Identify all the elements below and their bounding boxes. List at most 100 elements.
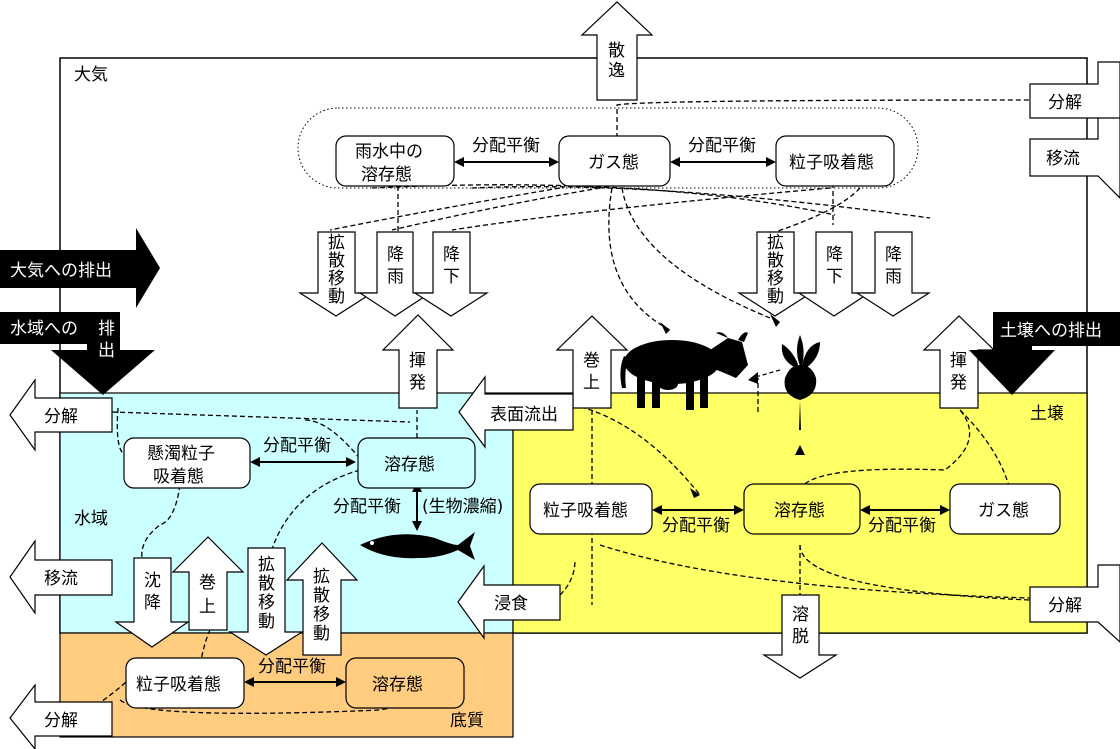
svg-text:降: 降	[144, 593, 161, 613]
soil-dissolved-box: 溶存態	[743, 483, 861, 535]
fish-icon	[360, 532, 475, 560]
svg-text:水域への: 水域への	[10, 319, 78, 339]
svg-text:散: 散	[608, 41, 625, 61]
svg-text:大気への排出: 大気への排出	[10, 261, 112, 281]
svg-text:排: 排	[98, 319, 115, 339]
volatilization-top-arrow: 散 逸	[580, 1, 654, 101]
dashed-arrowheads	[660, 314, 805, 498]
svg-text:逸: 逸	[608, 61, 625, 81]
svg-text:動: 動	[313, 624, 330, 644]
eq-label-atm-left: 分配平衡	[472, 136, 540, 156]
emission-soil-arrow: 土壌への排出	[969, 312, 1120, 395]
svg-text:降: 降	[826, 245, 843, 265]
svg-text:拡: 拡	[313, 567, 330, 587]
water-label: 水域	[74, 509, 108, 529]
leaching-arrow: 溶 脱	[761, 594, 839, 679]
svg-text:巻: 巻	[583, 351, 600, 371]
svg-text:散: 散	[258, 574, 275, 594]
svg-text:移: 移	[328, 269, 345, 289]
svg-text:表面流出: 表面流出	[490, 405, 558, 425]
sediment-particle-box: 粒子吸着態	[125, 657, 245, 709]
svg-text:下: 下	[826, 267, 843, 287]
svg-text:雨: 雨	[387, 267, 404, 287]
svg-text:移: 移	[258, 593, 275, 613]
cow-icon	[620, 332, 748, 410]
svg-text:移流: 移流	[44, 569, 78, 589]
svg-text:分解: 分解	[1048, 93, 1082, 113]
equilibrium-arrows	[244, 157, 950, 687]
svg-text:拡: 拡	[767, 233, 784, 253]
water-dissolved-box: 溶存態	[357, 437, 476, 489]
svg-text:降: 降	[443, 245, 460, 265]
svg-text:下: 下	[443, 267, 460, 287]
svg-text:ガス態: ガス態	[588, 153, 639, 173]
diffusion-sed-up-arrow: 拡 散 移 動	[285, 542, 359, 656]
decomp-top-right-arrow: 分解	[1029, 61, 1120, 141]
advection-water-arrow: 移流	[9, 539, 113, 615]
svg-text:降: 降	[387, 245, 404, 265]
svg-text:脱: 脱	[792, 627, 809, 647]
svg-text:分解: 分解	[44, 407, 78, 427]
decomp-soil-arrow: 分解	[1029, 564, 1120, 643]
svg-text:雨: 雨	[885, 267, 902, 287]
soil-particle-box: 粒子吸着態	[529, 483, 653, 535]
svg-text:ガス態: ガス態	[978, 501, 1029, 521]
volatilize-water-arrow: 揮 発	[381, 314, 455, 409]
svg-text:分解: 分解	[1048, 596, 1082, 616]
svg-text:沈: 沈	[144, 571, 161, 591]
svg-text:巻: 巻	[199, 573, 216, 593]
decomp-water-arrow: 分解	[9, 378, 113, 452]
eq-label-soil-right: 分配平衡	[868, 516, 936, 536]
eq-label-soil-left: 分配平衡	[662, 516, 730, 536]
soil-label: 土壌	[1030, 404, 1064, 424]
settling-arrow: 沈 降	[114, 557, 190, 648]
water-suspended-box: 懸濁粒子 吸着態	[123, 437, 251, 489]
volatilize-soil-arrow: 揮 発	[922, 315, 996, 409]
advection-right-arrow: 移流	[1029, 117, 1120, 199]
svg-text:散: 散	[767, 251, 784, 271]
svg-text:上: 上	[583, 373, 600, 393]
svg-text:散: 散	[328, 251, 345, 271]
eq-label-sediment: 分配平衡	[258, 657, 326, 677]
svg-text:揮: 揮	[950, 351, 967, 371]
svg-text:溶存態: 溶存態	[774, 501, 825, 521]
emission-water-arrow: 水域への 排 出	[0, 312, 155, 395]
beet-plant-icon	[781, 335, 820, 430]
svg-text:吸着態: 吸着態	[153, 467, 204, 487]
sediment-label: 底質	[450, 711, 484, 731]
svg-text:上: 上	[199, 597, 216, 617]
rain-right-arrow: 降 雨	[854, 231, 932, 317]
svg-text:動: 動	[258, 612, 275, 632]
svg-text:粒子吸着態: 粒子吸着態	[789, 153, 874, 173]
svg-text:溶: 溶	[792, 605, 809, 625]
resuspend-soil-arrow: 巻 上	[555, 315, 629, 409]
rain-left-arrow: 降 雨	[357, 231, 433, 317]
diffusion-left-arrow: 拡 散 移 動	[297, 231, 375, 317]
svg-text:降: 降	[885, 245, 902, 265]
cow-plant-arrowhead	[748, 372, 758, 384]
bioconcentration-label: (生物濃縮)	[422, 497, 503, 517]
erosion-arrow: 浸食	[457, 564, 561, 640]
emission-air-arrow: 大気への排出	[0, 228, 160, 308]
eq-label-water: 分配平衡	[263, 436, 331, 456]
svg-text:溶存態: 溶存態	[372, 675, 423, 695]
svg-text:拡: 拡	[328, 233, 345, 253]
atm-gas-box: ガス態	[558, 135, 671, 187]
resuspend-sed-arrow: 巻 上	[171, 536, 245, 631]
runoff-arrow: 表面流出	[458, 375, 574, 449]
svg-text:発: 発	[950, 373, 967, 393]
fall-right-arrow: 降 下	[796, 231, 872, 317]
svg-text:散: 散	[313, 586, 330, 606]
svg-text:動: 動	[767, 287, 784, 307]
diffusion-right-arrow: 拡 散 移 動	[736, 231, 814, 317]
svg-text:移流: 移流	[1046, 149, 1080, 169]
svg-text:土壌への排出: 土壌への排出	[1000, 321, 1102, 341]
svg-text:粒子吸着態: 粒子吸着態	[543, 501, 628, 521]
fall-left-arrow: 降 下	[412, 231, 490, 317]
soil-gas-box: ガス態	[949, 483, 1061, 535]
sediment-dissolved-box: 溶存態	[345, 657, 465, 709]
svg-text:動: 動	[328, 287, 345, 307]
svg-text:出: 出	[98, 341, 115, 361]
svg-text:移: 移	[313, 605, 330, 625]
svg-text:浸食: 浸食	[494, 594, 528, 614]
